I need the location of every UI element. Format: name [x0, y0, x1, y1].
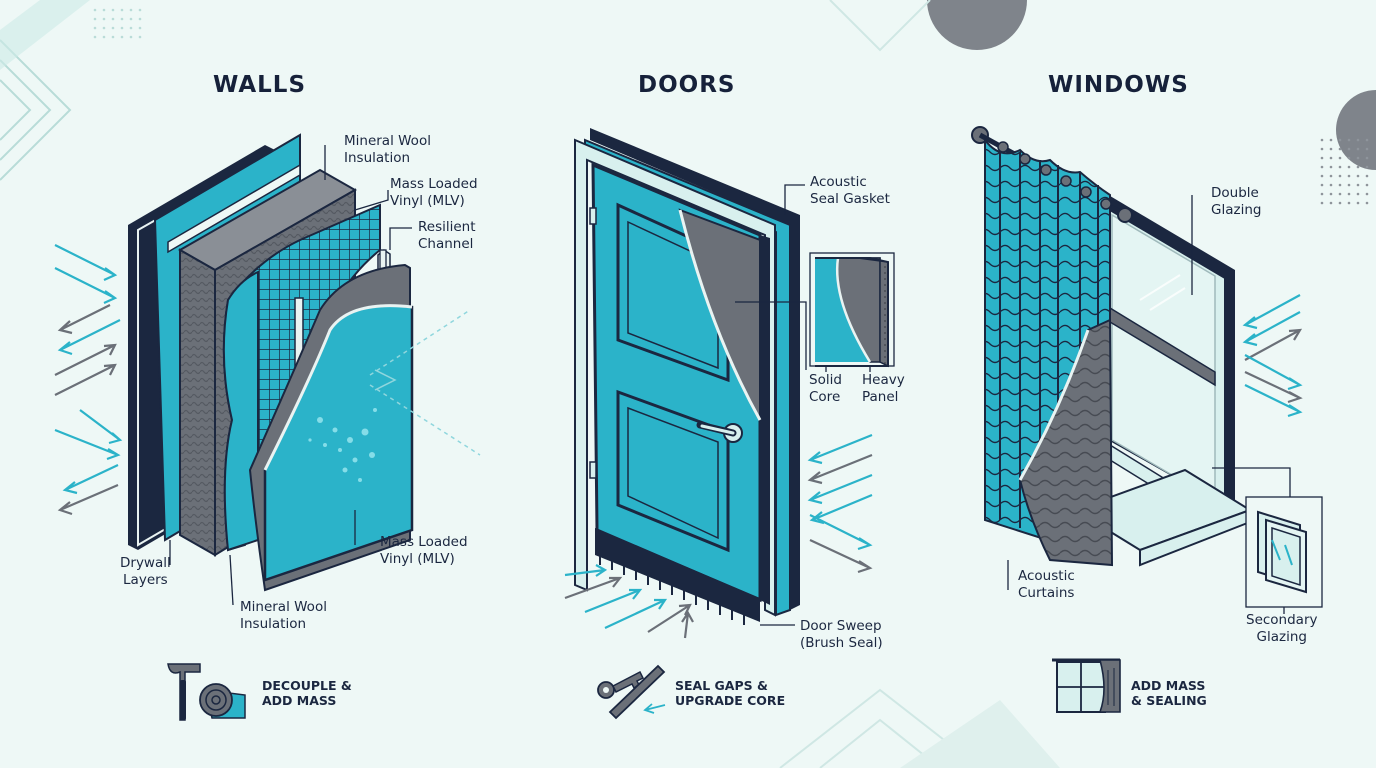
hammer-icon [167, 663, 201, 721]
walls-tip: DECOUPLE &ADD MASS [262, 678, 352, 708]
door-illustration [574, 128, 895, 625]
doors-tip: SEAL GAPS &UPGRADE CORE [675, 678, 786, 708]
door-leader-lines [735, 184, 871, 626]
doors-label-door-sweep: Door Sweep(Brush Seal) [800, 618, 883, 651]
walls-title: WALLS [213, 72, 307, 98]
wall-sound-arrows [54, 244, 123, 516]
windows-tip: ADD MASS& SEALING [1131, 678, 1207, 708]
dot-grid-decoration [93, 8, 1369, 205]
window-sound-arrows [1242, 294, 1303, 418]
doors-title: DOORS [638, 72, 736, 98]
wall-leader-lines [169, 145, 412, 606]
wall-illustration [128, 133, 481, 592]
door-sound-arrows [564, 433, 873, 639]
window-illustration [971, 126, 1323, 608]
seal-strip-icon [608, 664, 666, 720]
insulation-roll-icon [199, 683, 246, 719]
windows-title: WINDOWS [1048, 72, 1189, 98]
window-leader-lines [1007, 195, 1291, 614]
window-curtain-icon [1052, 658, 1121, 713]
